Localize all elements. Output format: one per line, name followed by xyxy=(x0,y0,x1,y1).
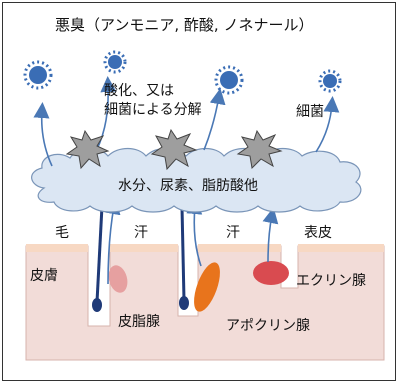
oxidation-stars xyxy=(65,128,283,171)
skin-label: 皮膚 xyxy=(30,268,58,284)
sweat-label-1: 汗 xyxy=(134,225,148,241)
bacterium-1 xyxy=(23,60,53,90)
bacterium-3 xyxy=(214,65,244,95)
sweat-label-2: 汗 xyxy=(226,225,240,241)
eccrine-gland xyxy=(253,261,289,285)
bacterium-4 xyxy=(318,69,342,93)
apocrine-gland-label: アポクリン腺 xyxy=(226,318,310,334)
hair-label: 毛 xyxy=(55,225,69,241)
decomposition-label: 酸化、又は 細菌による分解 xyxy=(104,83,202,118)
bacteria xyxy=(23,50,342,95)
eccrine-gland-label: エクリン腺 xyxy=(296,273,366,289)
diagram-title: 悪臭（アンモニア, 酢酸, ノネナール） xyxy=(55,16,314,34)
cloud-text: 水分、尿素、脂肪酸他 xyxy=(118,178,258,194)
hair-left xyxy=(92,205,104,312)
apocrine-gland xyxy=(194,262,220,312)
epidermis-label: 表皮 xyxy=(304,225,332,241)
sebaceous-gland xyxy=(108,265,128,293)
bacterium-2 xyxy=(103,50,127,74)
bacteria-label: 細菌 xyxy=(296,104,324,120)
sebaceous-gland-label: 皮脂腺 xyxy=(118,314,160,330)
hair-right xyxy=(179,206,189,310)
sweat-cloud xyxy=(31,147,362,213)
